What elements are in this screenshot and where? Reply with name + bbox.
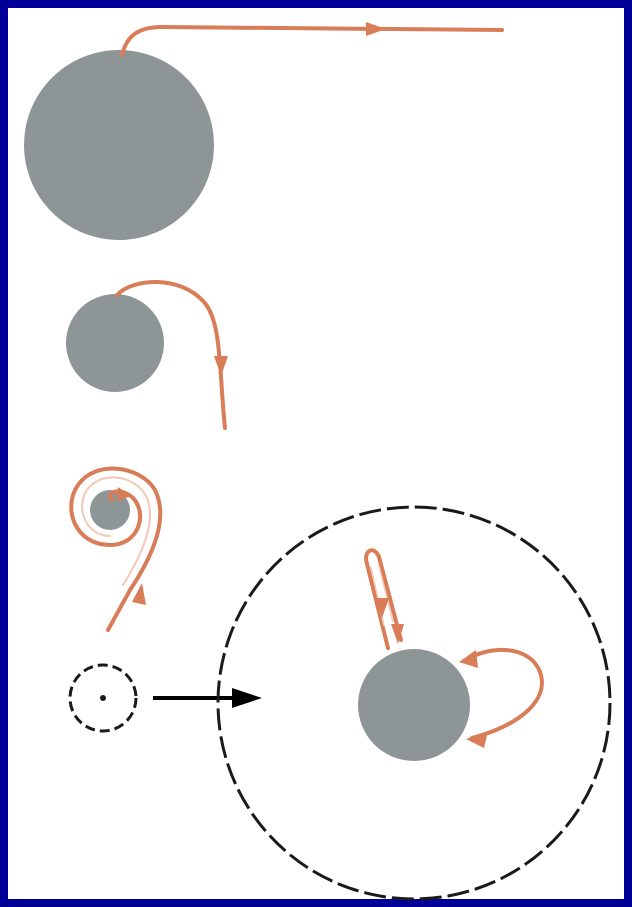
trajectory-arrowhead-icon	[459, 650, 478, 668]
tiny-central-body	[100, 695, 106, 701]
panel-small-body	[71, 469, 160, 630]
trajectory-slight-deflection	[122, 27, 502, 55]
magnified-body	[358, 649, 470, 761]
panel-large-body	[24, 22, 502, 240]
trajectory-arrowhead-icon	[466, 731, 488, 748]
trajectory-arrowhead-icon	[366, 22, 386, 36]
trajectory-arrowhead-icon	[214, 356, 228, 376]
large-body	[24, 50, 214, 240]
magnify-arrowhead-icon	[232, 688, 262, 708]
medium-body	[66, 294, 164, 392]
panel-medium-body	[66, 282, 228, 428]
panel-compact-object	[70, 507, 610, 899]
